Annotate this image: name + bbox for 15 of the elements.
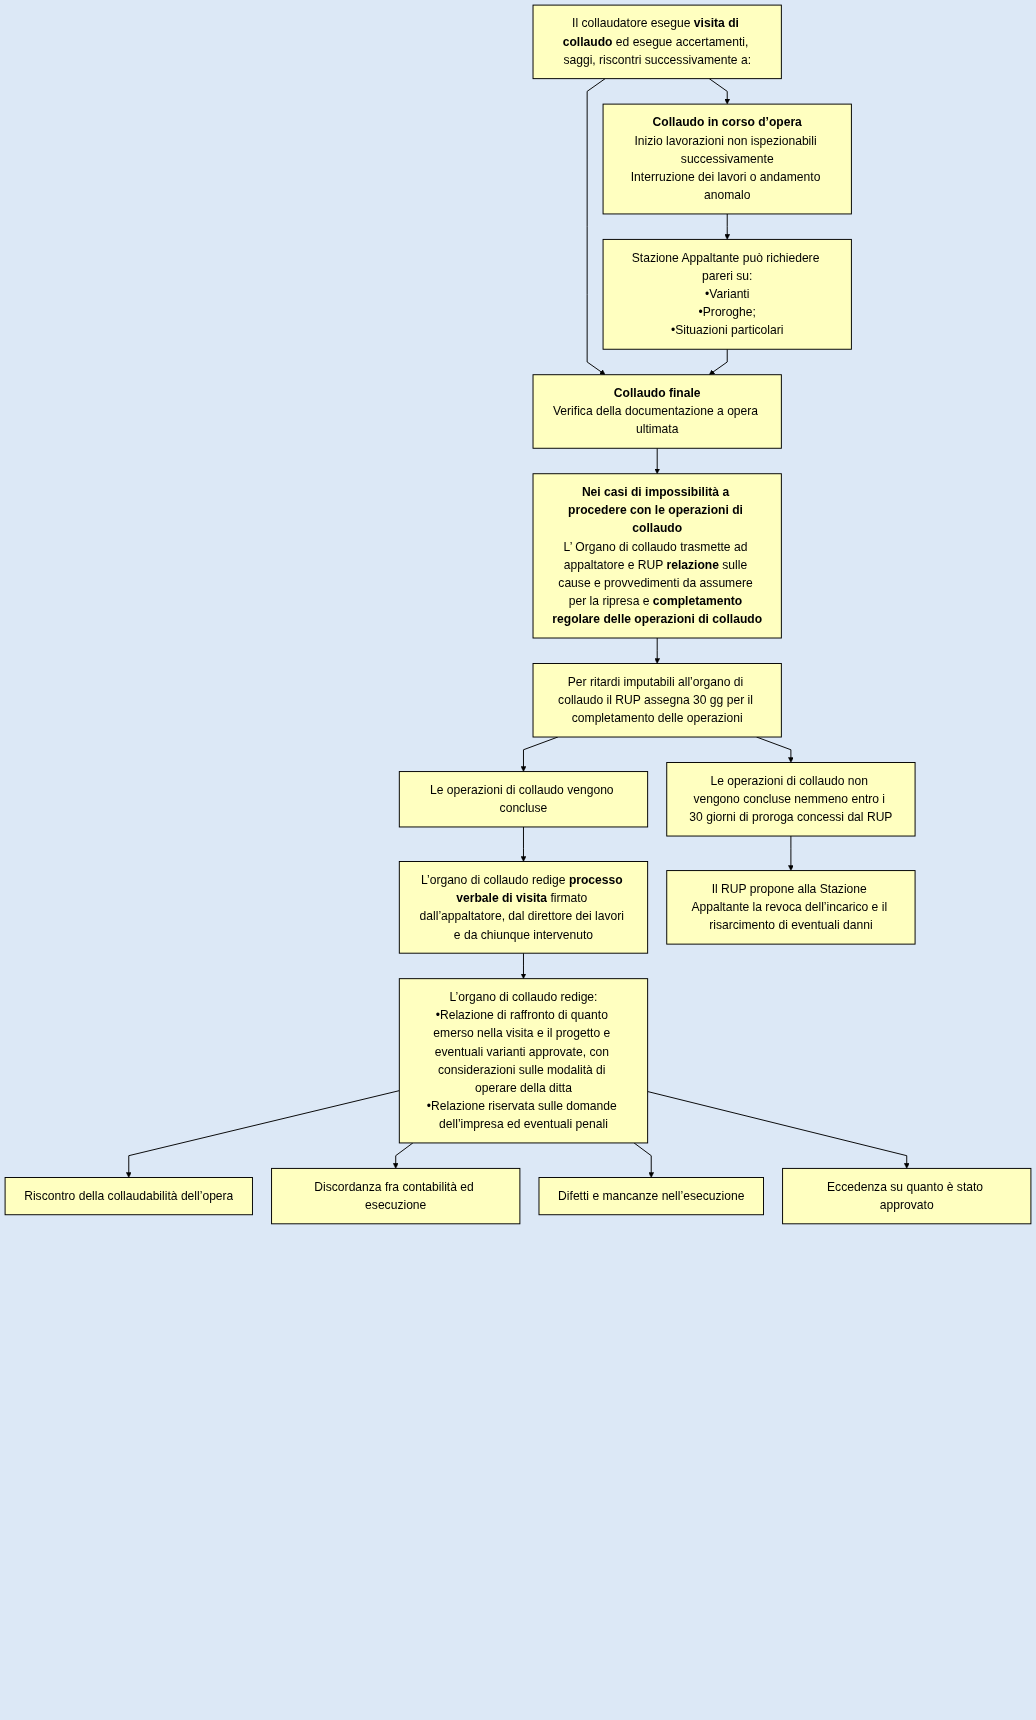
- node-box: Stazione Appaltante può richiedere pareri su: •Varianti •Proroghe; •Situazioni particolari: [602, 238, 852, 350]
- node-box: Collaudo finale Verifica della documentazione a opera ultimata: [532, 374, 782, 449]
- node-box: Il collaudatore esegue visita di collaudo ed esegue accertamenti, saggi, riscontri successivamente a:: [532, 4, 782, 80]
- node-box: Collaudo in corso d’opera Inizio lavorazioni non ispezionabili successivamente Interruzione dei lavori o andamento anomalo: [602, 103, 852, 215]
- node-box: Le operazioni di collaudo non vengono concluse nemmeno entro i 30 giorni di proroga concessi dal RUP: [666, 762, 916, 837]
- node-box: Nei casi di impossibilità a procedere con le operazioni di collaudo L’ Organo di collaudo trasmette ad appaltatore e RUP relazione sulle cause e provvedimenti da assumere per la ripresa e completamento regolare delle operazioni di collaudo: [532, 473, 782, 639]
- node-box: Eccedenza su quanto è stato approvato: [782, 1167, 1032, 1225]
- node-box: L’organo di collaudo redige: •Relazione di raffronto di quanto emerso nella visita e il progetto e eventuali varianti approvate, con considerazioni sulle modalità di operare della ditta •Relazione riservata sulle domande dell’impresa ed eventuali penali: [398, 978, 649, 1144]
- node-box: Le operazioni di collaudo vengono concluse: [398, 771, 649, 828]
- node-box: Discordanza fra contabilità ed esecuzione: [271, 1167, 521, 1225]
- node-box: Difetti e mancanze nell’esecuzione: [538, 1177, 764, 1216]
- node-box: Per ritardi imputabili all’organo di collaudo il RUP assegna 30 gg per il completamento delle operazioni: [532, 663, 782, 738]
- node-box: Riscontro della collaudabilità dell’opera: [4, 1177, 253, 1216]
- node-box: Il RUP propone alla Stazione Appaltante la revoca dell’incarico e il risarcimento di eventuali danni: [666, 870, 916, 945]
- node-box: L’organo di collaudo redige processo verbale di visita firmato dall’appaltatore, dal direttore dei lavori e da chiunque intervenuto: [398, 861, 649, 954]
